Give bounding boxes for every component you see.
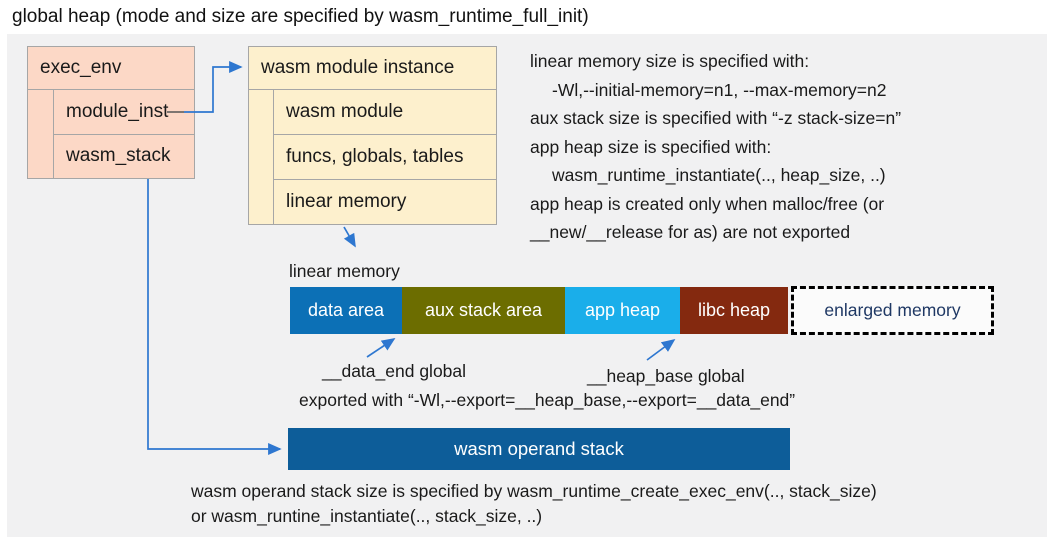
wasm-operand-stack-box: wasm operand stack [288,428,790,470]
segment-aux-stack-area: aux stack area [402,287,565,334]
exec-env-row-module-inst: module_inst [54,90,194,135]
segment-libc-heap: libc heap [680,287,788,334]
note-line: app heap is created only when malloc/fre… [530,193,885,214]
segment-app-heap: app heap [565,287,680,334]
exec-env-row-wasm-stack: wasm_stack [66,145,171,167]
note-line: -Wl,--initial-memory=n1, --max-memory=n2 [552,79,887,100]
module-instance-row-linear-memory: linear memory [286,191,407,212]
heap-base-global-label: __heap_base global [587,366,745,386]
module-instance-indent-strip [249,90,274,224]
exec-env-indent-strip [28,90,54,178]
exec-env-title: exec_env [28,47,194,90]
data-end-global-label: __data_end global [322,361,467,381]
note-line: app heap size is specified with: [530,136,772,157]
segment-data-area: data area [290,287,402,334]
module-instance-title: wasm module instance [249,47,496,90]
linear-memory-label: linear memory [289,261,400,281]
page-title: global heap (mode and size are specified… [12,6,589,27]
operand-stack-notes: wasm operand stack size is specified by … [191,479,877,529]
exported-with-label: exported with “-Wl,--export=__heap_base,… [299,390,796,410]
note-line: or wasm_runtine_instantiate(.., stack_si… [191,506,543,526]
module-instance-row-wasm-module: wasm module [274,90,496,135]
note-line: wasm operand stack size is specified by … [191,481,877,501]
size-notes: linear memory size is specified with: -W… [530,47,901,247]
note-line: __new/__release for as) are not exported [530,222,851,242]
note-line: aux stack size is specified with “-z sta… [530,108,902,128]
note-line: linear memory size is specified with: [530,51,810,71]
exec-env-box: exec_env module_inst wasm_stack [27,46,195,179]
segment-enlarged-memory: enlarged memory [791,286,994,335]
module-instance-row-funcs-globals-tables: funcs, globals, tables [274,135,496,180]
module-instance-box: wasm module instance wasm module funcs, … [248,46,497,225]
note-line: wasm_runtime_instantiate(.., heap_size, … [552,165,886,185]
